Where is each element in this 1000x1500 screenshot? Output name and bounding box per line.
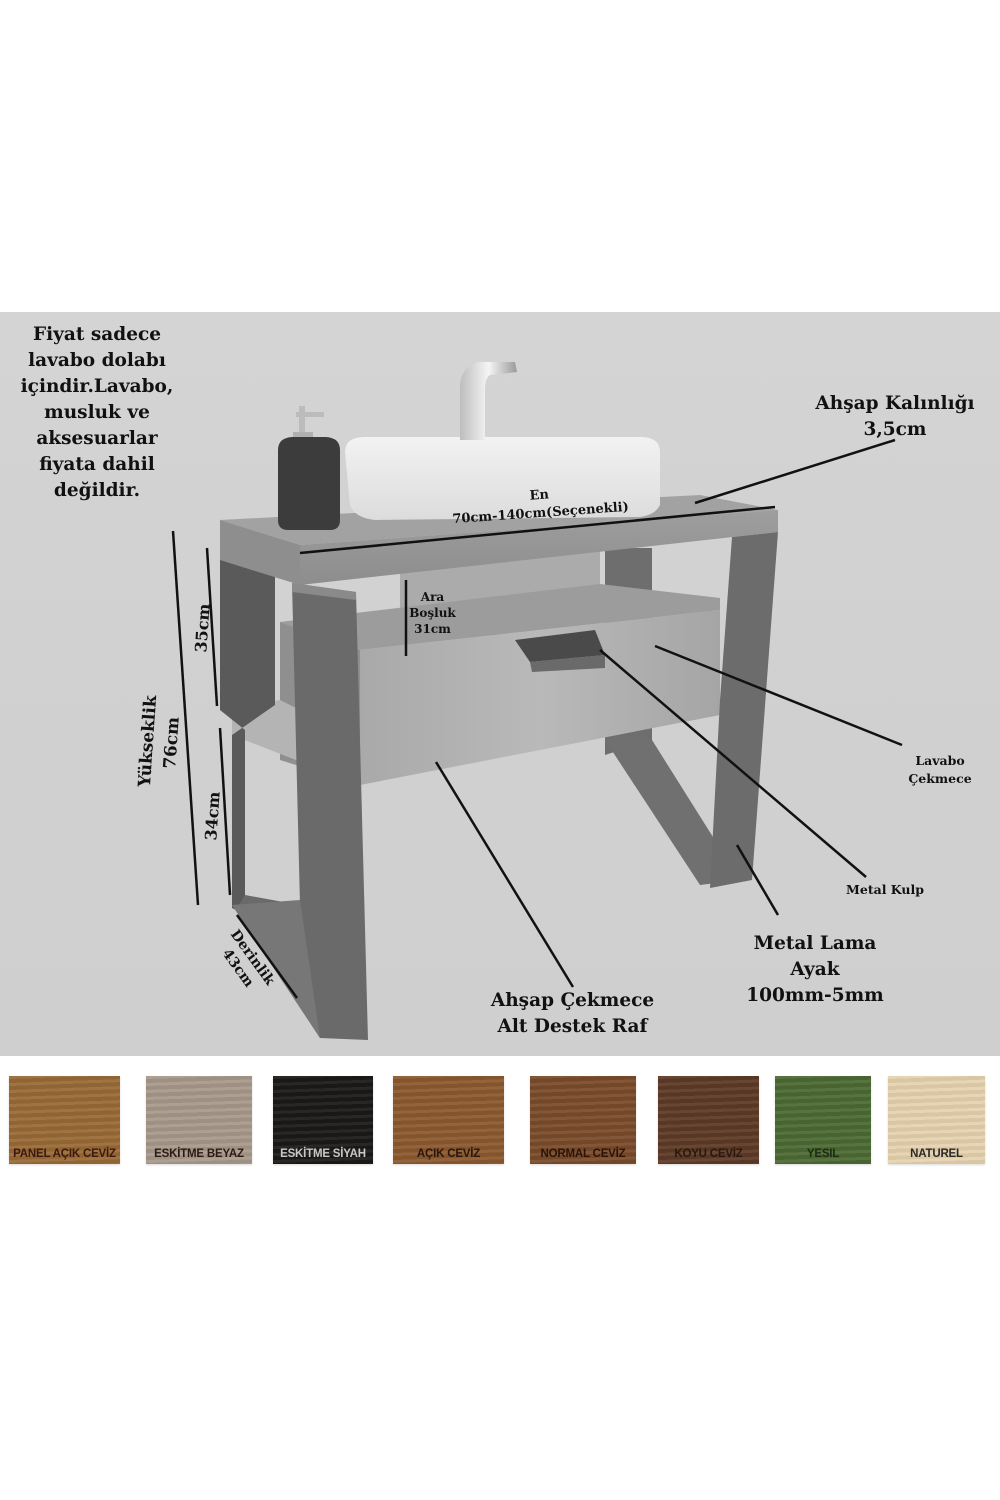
metal-leg-line3: 100mm-5mm [746,985,884,1006]
gap-line3: 31cm [414,622,451,636]
color-swatch-koyu-ceviz[interactable]: KOYU CEVİZ [658,1076,759,1164]
swatch-label: PANEL AÇIK CEVİZ [13,1148,116,1160]
sink-drawer-line1: Lavabo [915,753,965,768]
color-swatch-eskitme-beyaz[interactable]: ESKİTME BEYAZ [146,1076,252,1164]
wood-thickness-value: 3,5cm [863,419,927,440]
swatch-label: ESKİTME BEYAZ [154,1148,244,1160]
color-swatch-acik-ceviz[interactable]: AÇIK CEVİZ [393,1076,504,1164]
color-swatch-panel-acik-ceviz[interactable]: PANEL AÇIK CEVİZ [9,1076,120,1164]
metal-leg-line1: Metal Lama [753,933,877,954]
sink-drawer-line2: Çekmece [908,771,972,786]
gap-line1: Ara [420,590,445,604]
soap-dispenser [278,406,340,530]
swatch-label: NORMAL CEVİZ [540,1148,626,1160]
sink-drawer-label: Lavabo Çekmece [895,752,985,788]
upper-height-label: 35cm [191,602,214,654]
faucet [460,362,517,440]
price-disclaimer-note: Fiyat sadece lavabo dolabı içindir.Lavab… [20,324,174,501]
vessel-sink [345,437,660,520]
color-swatch-eskitme-siyah[interactable]: ESKİTME SİYAH [273,1076,373,1164]
swatch-label: ESKİTME SİYAH [280,1148,366,1160]
swatch-label: KOYU CEVİZ [674,1148,743,1160]
dimension-lines [171,438,903,999]
metal-leg-label: Metal Lama Ayak 100mm-5mm [735,931,895,1009]
shelf-label: Ahşap Çekmece Alt Destek Raf [480,988,665,1040]
swatch-label: AÇIK CEVİZ [416,1148,481,1160]
metal-leg-front-right [710,532,778,888]
gap-label: Ara Boşluk 31cm [405,589,460,637]
gap-line2: Boşluk [409,606,456,620]
metal-leg-line2: Ayak [790,959,840,980]
shelf-line1: Ahşap Çekmece [490,990,655,1011]
wood-thickness-label: Ahşap Kalınlığı 3,5cm [795,391,995,443]
color-swatch-naturel[interactable]: NATUREL [888,1076,985,1164]
drawer-top [280,584,720,650]
color-swatch-normal-ceviz[interactable]: NORMAL CEVİZ [530,1076,636,1164]
swatch-label: NATUREL [910,1148,963,1160]
shelf-line2: Alt Destek Raf [497,1016,648,1037]
total-height-label: Yükseklik 76cm [132,675,189,808]
color-swatch-yesil[interactable]: YESIL [775,1076,871,1164]
metal-handle [515,630,605,672]
sink-drawer [360,610,720,785]
metal-handle-label: Metal Kulp [846,882,924,897]
wood-thickness-title: Ahşap Kalınlığı [815,393,975,414]
lower-height-label: 34cm [201,790,224,842]
swatch-label: YESIL [806,1148,840,1160]
